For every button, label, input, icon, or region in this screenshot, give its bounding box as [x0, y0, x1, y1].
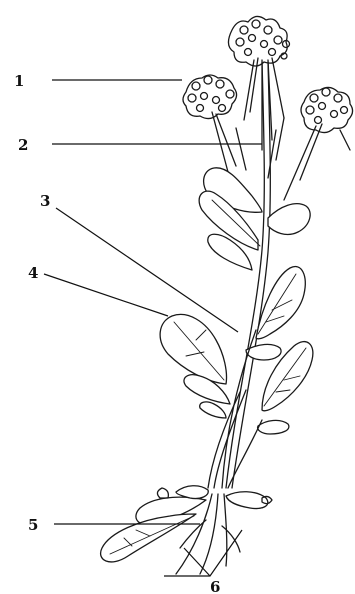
lower-right-leaf [228, 342, 313, 488]
label-3: 3 [40, 192, 50, 210]
flower-cluster-right [301, 87, 353, 132]
label-1: 1 [14, 72, 24, 90]
label-2: 2 [18, 136, 28, 154]
leader-line-3 [56, 208, 238, 332]
leader-line-4 [44, 274, 168, 316]
flower-cluster-left [183, 75, 237, 119]
upper-leaves [199, 168, 310, 270]
flower-cluster-top [228, 16, 289, 66]
large-left-leaf [160, 314, 230, 418]
label-6: 6 [210, 578, 220, 594]
label-4: 4 [28, 264, 38, 282]
label-5: 5 [28, 516, 38, 534]
